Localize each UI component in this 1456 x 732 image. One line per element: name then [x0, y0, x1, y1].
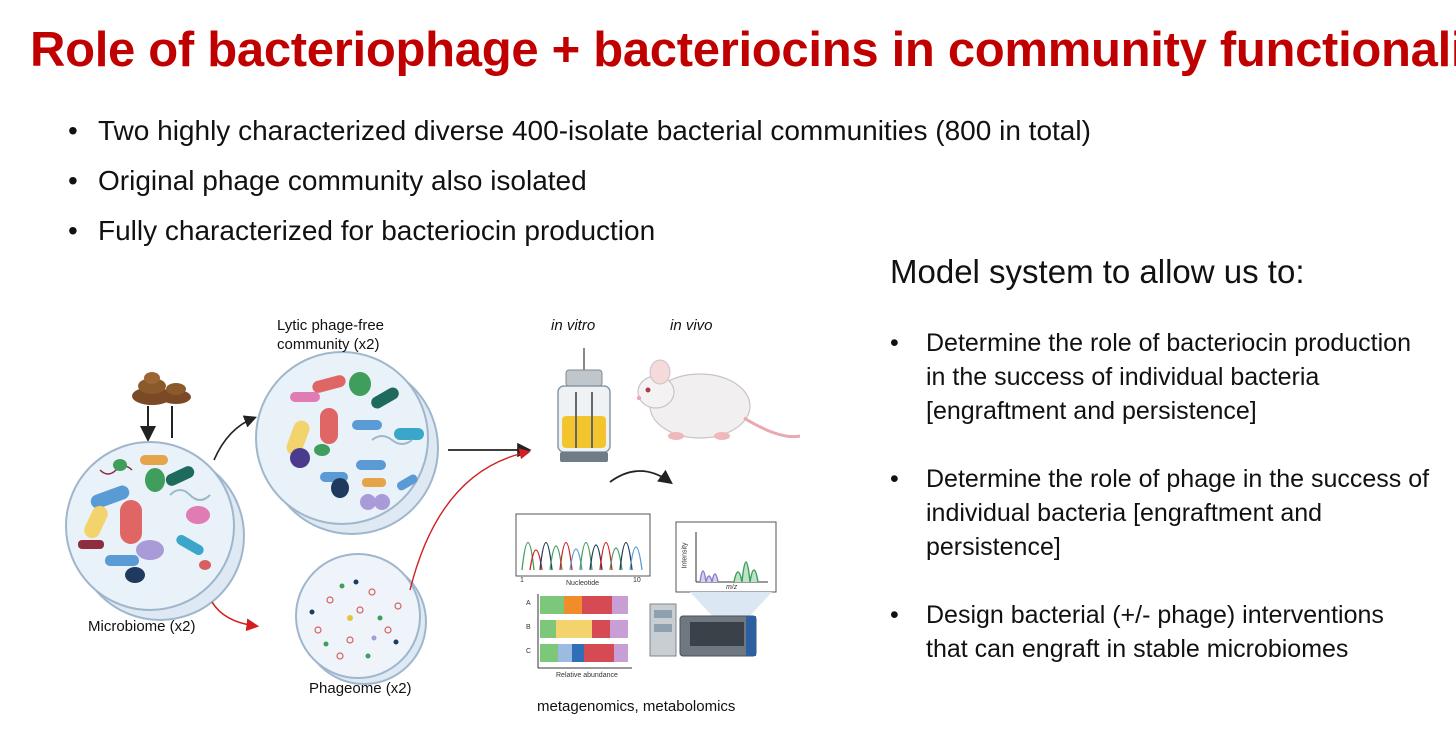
model-item: Determine the role of bacteriocin produc…	[890, 326, 1430, 428]
community-dish-icon	[255, 351, 439, 535]
arrow-to-phageome	[211, 601, 260, 632]
mass-spectrometer-icon	[649, 603, 757, 657]
arrow-to-analysis	[609, 469, 673, 485]
mz-axis-label: m/z	[726, 584, 738, 591]
in-vivo-label: in vivo	[670, 317, 713, 334]
intensity-axis-label: Intensity	[681, 542, 689, 569]
projection-shape	[690, 592, 772, 618]
slide-title: Role of bacteriophage + bacteriocins in …	[30, 23, 1456, 77]
nucleotide-axis-label: Nucleotide	[566, 580, 600, 587]
bullet-item: Original phage community also isolated	[68, 162, 1091, 212]
tick-label: 1	[520, 577, 524, 584]
in-vitro-label: in vitro	[551, 317, 596, 334]
tick-label: 10	[633, 577, 641, 584]
model-heading: Model system to allow us to:	[890, 253, 1305, 290]
microbiome-dish-icon	[65, 441, 245, 621]
phageome-dish-icon	[295, 553, 427, 685]
workflow-illustration	[65, 348, 801, 685]
chromatogram-plot	[515, 513, 651, 577]
row-label: C	[526, 648, 532, 655]
bioreactor-icon	[557, 348, 611, 462]
arrow-phage-to-experiments	[409, 448, 531, 591]
microbiome-label: Microbiome (x2)	[88, 618, 196, 635]
relative-abundance-label: Relative abundance	[556, 672, 618, 679]
workflow-figure: Lytic phage-free community (x2) Microbio…	[0, 300, 860, 730]
mass-spectrum-plot	[675, 521, 777, 593]
model-system-panel: Model system to allow us to: Determine t…	[890, 250, 1430, 700]
model-bullet-list: Determine the role of bacteriocin produc…	[890, 326, 1430, 666]
model-item: Design bacterial (+/- phage) interventio…	[890, 598, 1430, 666]
abundance-bars	[537, 594, 632, 669]
arrow-to-community	[213, 415, 257, 461]
row-label: B	[526, 624, 531, 631]
row-label: A	[526, 600, 531, 607]
model-item: Determine the role of phage in the succe…	[890, 462, 1430, 564]
lytic-community-label: Lytic phage-free community (x2)	[277, 317, 385, 353]
mouse-icon	[636, 359, 801, 440]
phageome-label: Phageome (x2)	[309, 680, 412, 697]
bullet-item: Fully characterized for bacteriocin prod…	[68, 212, 1091, 262]
bullet-item: Two highly characterized diverse 400-iso…	[68, 112, 1091, 162]
stool-sample-icon	[132, 372, 191, 442]
top-bullet-list: Two highly characterized diverse 400-iso…	[68, 112, 1091, 262]
omics-footer-label: metagenomics, metabolomics	[537, 698, 736, 715]
